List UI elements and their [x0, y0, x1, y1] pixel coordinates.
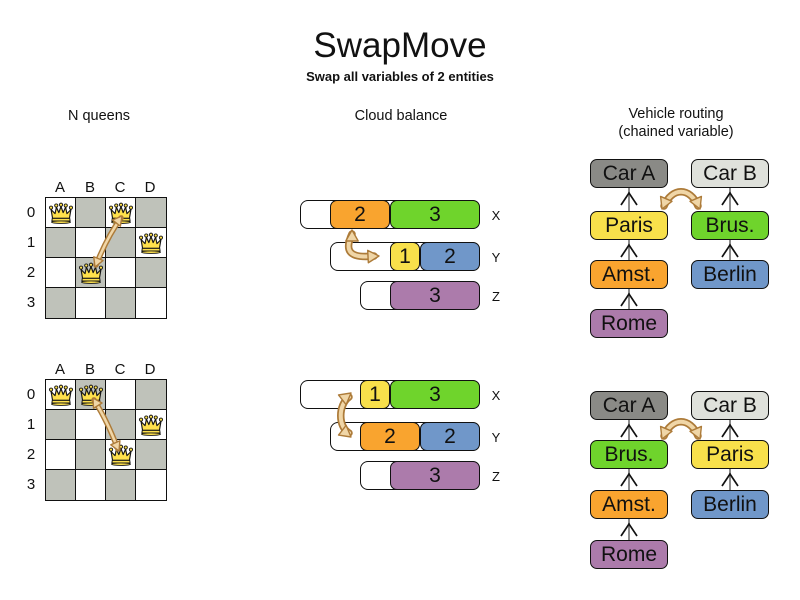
page-subtitle: Swap all variables of 2 entities — [306, 69, 494, 84]
queen-icon — [138, 414, 163, 436]
vehicle-node: Brus. — [691, 211, 769, 240]
process-segment: 3 — [390, 200, 480, 229]
process-segment: 1 — [390, 242, 420, 271]
vehicle-node: Brus. — [590, 440, 668, 469]
board-cell — [136, 440, 166, 470]
vehicle-node: Car B — [691, 391, 769, 420]
board-col-header: C — [114, 361, 126, 378]
computer-label: Z — [492, 288, 500, 304]
vehicle-header-line2: (chained variable) — [618, 123, 734, 140]
board-col-header: B — [84, 179, 95, 196]
board-cell — [76, 410, 106, 440]
board-cell — [136, 470, 166, 500]
process-segment: 2 — [420, 422, 480, 451]
board-row-header: 2 — [26, 446, 36, 463]
vehicle-header: Vehicle routing (chained variable) — [591, 106, 761, 141]
vehicle-node: Car A — [590, 159, 668, 188]
vehicle-node: Rome — [590, 309, 668, 338]
process-segment: 3 — [390, 281, 480, 310]
vehicle-node: Berlin — [691, 260, 769, 289]
board-cell — [106, 288, 136, 318]
vehicle-node: Car A — [590, 391, 668, 420]
board-cell — [46, 258, 76, 288]
process-segment: 2 — [330, 200, 390, 229]
vehicle-node: Car B — [691, 159, 769, 188]
computer-label: Z — [492, 468, 500, 484]
board-row-header: 1 — [26, 234, 36, 251]
vehicle-node: Paris — [590, 211, 668, 240]
vehicle-node: Rome — [590, 540, 668, 569]
board-cell — [46, 440, 76, 470]
board-col-header: D — [144, 361, 156, 378]
board-cell — [76, 440, 106, 470]
vehicle-node: Amst. — [590, 260, 668, 289]
board-cell — [106, 410, 136, 440]
queen-icon — [108, 202, 133, 224]
nqueens-header: N queens — [67, 108, 131, 124]
process-segment: 2 — [420, 242, 480, 271]
process-segment: 1 — [360, 380, 390, 409]
queen-icon — [108, 444, 133, 466]
board-cell — [106, 228, 136, 258]
board-col-header: A — [54, 361, 65, 378]
board-row-header: 0 — [26, 386, 36, 403]
queen-icon — [78, 384, 103, 406]
page-title: SwapMove — [313, 26, 487, 65]
queen-icon — [48, 202, 73, 224]
board-cell — [46, 470, 76, 500]
board-cell — [46, 288, 76, 318]
board-cell — [106, 258, 136, 288]
computer-label: Y — [491, 429, 501, 445]
board-row-header: 0 — [26, 204, 36, 221]
process-segment: 2 — [360, 422, 420, 451]
board-cell — [46, 410, 76, 440]
board-row-header: 2 — [26, 264, 36, 281]
process-segment: 3 — [390, 461, 480, 490]
computer-label: X — [491, 207, 501, 223]
vehicle-node: Amst. — [590, 490, 668, 519]
board-cell — [106, 470, 136, 500]
computer-label: Y — [491, 249, 501, 265]
board-cell — [136, 258, 166, 288]
board-cell — [46, 228, 76, 258]
board-col-header: C — [114, 179, 126, 196]
computer-label: X — [491, 387, 501, 403]
queen-icon — [78, 262, 103, 284]
board-row-header: 3 — [26, 294, 36, 311]
board-cell — [106, 380, 136, 410]
vehicle-header-line1: Vehicle routing — [628, 106, 724, 122]
board-col-header: B — [84, 361, 95, 378]
vehicle-node: Paris — [691, 440, 769, 469]
vehicle-node: Berlin — [691, 490, 769, 519]
queen-icon — [138, 232, 163, 254]
board-row-header: 3 — [26, 476, 36, 493]
board-cell — [136, 380, 166, 410]
process-segment: 3 — [390, 380, 480, 409]
board-col-header: D — [144, 179, 156, 196]
cloud-header: Cloud balance — [354, 108, 448, 124]
board-cell — [76, 198, 106, 228]
board-cell — [76, 288, 106, 318]
board-cell — [76, 228, 106, 258]
board-row-header: 1 — [26, 416, 36, 433]
board-cell — [136, 198, 166, 228]
queen-icon — [48, 384, 73, 406]
board-cell — [76, 470, 106, 500]
board-cell — [136, 288, 166, 318]
board-col-header: A — [54, 179, 65, 196]
